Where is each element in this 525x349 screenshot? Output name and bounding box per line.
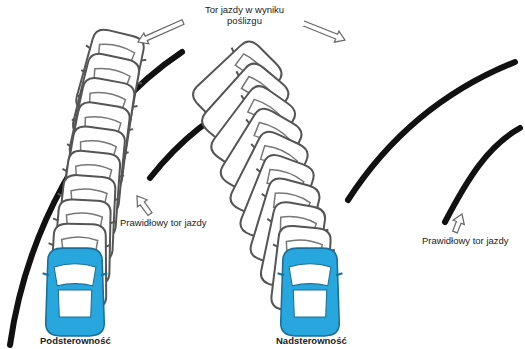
pointer-arrows xyxy=(137,20,464,233)
road-edges xyxy=(10,52,520,345)
understeer-ghost-cars xyxy=(43,26,151,336)
oversteer-ghost-cars xyxy=(186,33,342,336)
hollow-arrow xyxy=(453,214,465,233)
correct-path-label: Prawidłowy tor jazdy xyxy=(420,235,511,246)
skid-path-label: Tor jazdy w wyniku poślizgu xyxy=(185,4,304,26)
hollow-arrow xyxy=(299,20,345,43)
car-blue xyxy=(43,248,108,336)
hollow-arrow xyxy=(137,196,152,216)
hollow-arrow xyxy=(138,20,184,44)
correct-path-label: Prawidłowy tor jazdy xyxy=(118,217,209,228)
caption-label: Podsterowność xyxy=(40,335,111,346)
caption-label: Nadsterowność xyxy=(276,335,347,346)
car-blue xyxy=(278,248,343,336)
